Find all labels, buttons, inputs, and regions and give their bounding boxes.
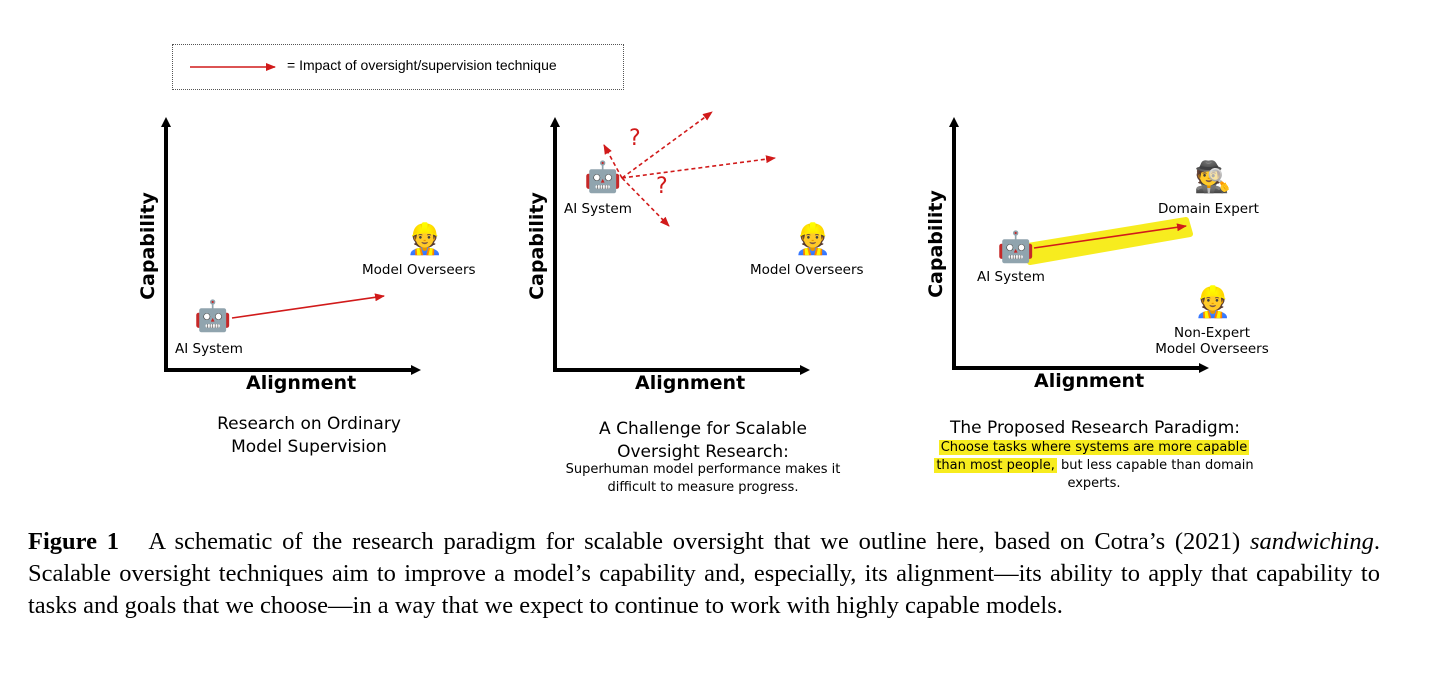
panel3-nonexpert-line2: Model Overseers: [1155, 341, 1269, 357]
panel3-ai-label: AI System: [977, 269, 1045, 285]
panel3-impact-arrow: [1033, 223, 1187, 249]
panel3-nonexpert-label: Non-Expert Model Overseers: [1152, 325, 1272, 357]
caption-text-part2: . Scalable oversight techniques aim to i…: [28, 528, 1380, 619]
panel3-subtitle-highlight2: than most people,: [934, 458, 1057, 473]
panel3-title: The Proposed Research Paradigm:: [950, 418, 1240, 438]
panel3-subtitle-line3: experts.: [1067, 476, 1121, 491]
panel2-subtitle-line1: Superhuman model performance makes it: [565, 462, 841, 477]
figure-caption: Figure 1 A schematic of the research par…: [28, 526, 1380, 622]
caption-text-part1: A schematic of the research paradigm for…: [148, 528, 1241, 555]
panel3-subtitle-rest2: but less capable than domain: [1056, 458, 1254, 473]
panel3-arrow-highlight: [1025, 217, 1193, 265]
panel2-title-line1: A Challenge for Scalable: [599, 419, 807, 439]
robot-icon: 🤖: [194, 299, 232, 334]
legend-box: [172, 44, 624, 90]
panel2-overseer-label: Model Overseers: [750, 262, 864, 278]
panel2-ai-label: AI System: [564, 201, 632, 217]
panel2-dashed-arrow-up-right: [621, 111, 713, 179]
panel3-x-axis-label: Alignment: [1034, 370, 1145, 392]
panel2-title: A Challenge for Scalable Oversight Resea…: [548, 418, 858, 464]
panel2-y-axis-label: Capability: [526, 192, 548, 300]
panel1-impact-arrow: [231, 293, 385, 319]
detective-icon: 🕵️: [1194, 160, 1232, 195]
panel1-x-axis-label: Alignment: [246, 372, 357, 394]
panel3-nonexpert-line1: Non-Expert: [1173, 325, 1251, 341]
panel2-subtitle-line2: difficult to measure progress.: [607, 480, 799, 495]
caption-italic: sandwiching: [1250, 528, 1374, 555]
construction-worker-icon: 👷: [794, 222, 832, 257]
construction-worker-icon: 👷: [406, 222, 444, 257]
construction-worker-icon: 👷: [1194, 285, 1232, 320]
panel1-overseer-label: Model Overseers: [362, 262, 476, 278]
panel1-y-axis-label: Capability: [137, 192, 159, 300]
robot-icon: 🤖: [997, 230, 1035, 265]
panel3-subtitle-highlight1: Choose tasks where systems are more capa…: [938, 440, 1250, 455]
panel1-title-line1: Research on Ordinary: [217, 414, 401, 434]
panel2-subtitle: Superhuman model performance makes it di…: [538, 461, 868, 497]
panel1-title-line2: Model Supervision: [231, 437, 387, 457]
panel2-dashed-arrow-right: [621, 155, 776, 179]
panel2-title-line2: Oversight Research:: [617, 442, 789, 462]
panel3-y-axis-label: Capability: [925, 190, 947, 298]
panel3-expert-label: Domain Expert: [1158, 201, 1259, 217]
panel2-x-axis-label: Alignment: [635, 372, 746, 394]
panel3-subtitle: Choose tasks where systems are more capa…: [908, 439, 1280, 493]
panel2-question-mark-2: ?: [656, 174, 668, 199]
panel1-ai-label: AI System: [175, 341, 243, 357]
panel2-question-mark-1: ?: [629, 126, 641, 151]
panel1-title: Research on Ordinary Model Supervision: [178, 413, 440, 459]
panel2-dashed-arrow-up-left: [603, 144, 623, 179]
figure-label: Figure 1: [28, 528, 119, 555]
robot-icon: 🤖: [584, 160, 622, 195]
legend-text: = Impact of oversight/supervision techni…: [287, 57, 557, 73]
